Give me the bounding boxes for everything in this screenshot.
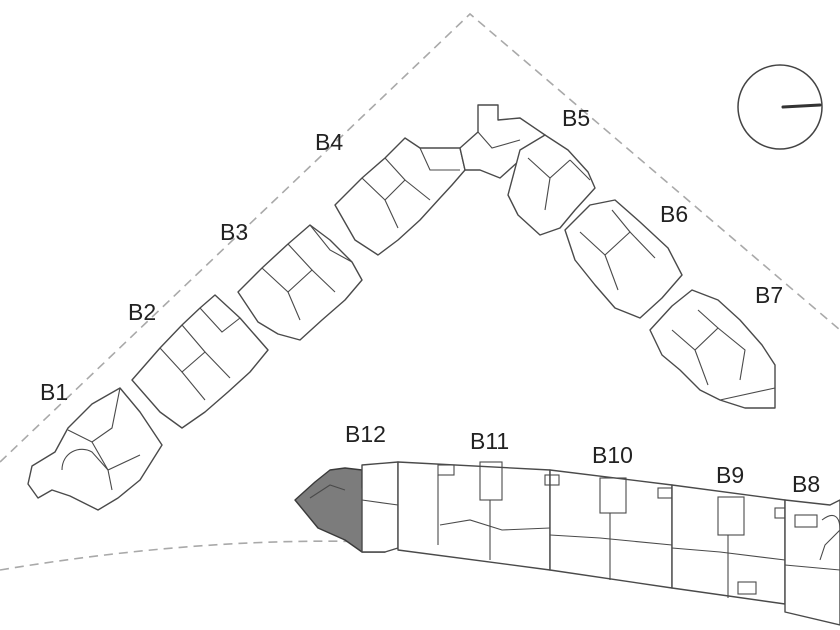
block-B12[interactable] xyxy=(294,461,399,553)
compass-needle xyxy=(781,103,822,109)
block-label-B7: B7 xyxy=(755,282,783,308)
block-B6[interactable] xyxy=(564,199,683,319)
block-label-B5: B5 xyxy=(562,105,590,131)
block-label-B4: B4 xyxy=(315,129,343,155)
block-label-B12: B12 xyxy=(345,421,386,447)
block-B4[interactable] xyxy=(334,137,466,256)
boundary-line-south xyxy=(0,540,840,613)
block-label-B3: B3 xyxy=(220,219,248,245)
compass-ring xyxy=(737,64,823,150)
block-label-B10: B10 xyxy=(592,442,633,468)
north-arrow-compass-icon xyxy=(737,64,823,150)
block-B11[interactable] xyxy=(397,461,551,571)
boundary-line-north xyxy=(0,12,840,463)
block-B8[interactable] xyxy=(784,499,840,626)
block-label-B9: B9 xyxy=(716,462,744,488)
site-boundary xyxy=(0,12,840,613)
block-label-B8: B8 xyxy=(792,471,820,497)
block-label-B1: B1 xyxy=(40,379,68,405)
block-label-B2: B2 xyxy=(128,299,156,325)
block-label-B6: B6 xyxy=(660,201,688,227)
block-B10[interactable] xyxy=(544,469,675,589)
block-B5[interactable] xyxy=(507,134,596,236)
block-B2[interactable] xyxy=(131,294,269,429)
block-B7[interactable] xyxy=(649,289,776,409)
block-B1[interactable] xyxy=(27,387,163,511)
block-B9[interactable] xyxy=(671,484,790,605)
block-B3[interactable] xyxy=(237,224,363,341)
block-connector-apex xyxy=(459,104,546,179)
block-label-B11: B11 xyxy=(470,428,509,454)
